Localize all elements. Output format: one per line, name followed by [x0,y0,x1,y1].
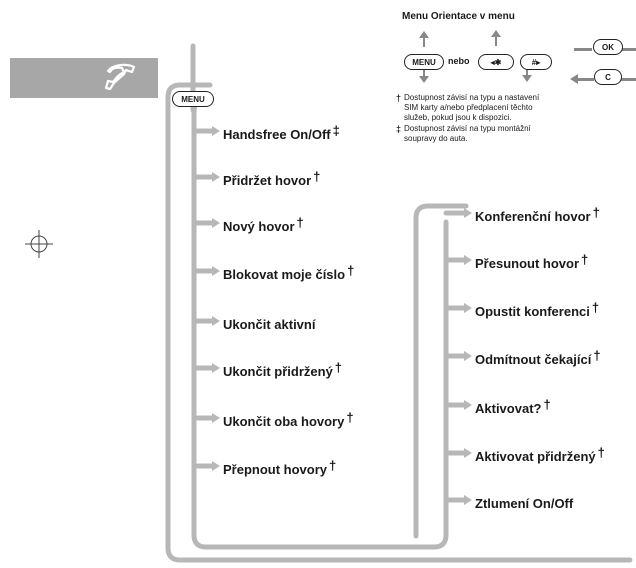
legend-hash-key: #▸ [520,54,552,70]
legend-c-key: C [594,69,622,85]
menu-item-label: Nový hovor [223,219,295,234]
menu-item-label: Opustit konferenci [475,304,590,319]
menu-item[interactable]: Ukončit oba hovory† [223,410,354,429]
navigation-arrows-icon [419,30,636,84]
menu-item[interactable]: Odmítnout čekající† [475,348,601,367]
menu-item-label: Handsfree On/Off [223,127,331,142]
footnote-mark: † [334,360,343,375]
legend-title: Menu Orientace v menu [402,11,515,22]
menu-key[interactable]: MENU [172,91,214,107]
menu-item-label: Ukončit přidržený [223,364,333,379]
menu-item[interactable]: Aktivovat?† [475,397,551,416]
footnote-mark: † [591,300,600,315]
legend-ok-key: OK [593,39,623,55]
note-line: Dostupnost závisí na typu montážní [404,124,531,133]
footnote-mark: † [347,263,355,278]
menu-item-label: Přidržet hovor [223,173,312,188]
footnote-mark: † [329,458,337,473]
menu-item[interactable]: Ztlumení On/Off [475,492,575,511]
registration-mark-icon [25,230,53,258]
footnote-mark: † [597,445,605,460]
footnote-mark: † [593,348,601,363]
menu-item[interactable]: Nový hovor† [223,215,304,234]
note-line: Dostupnost závisí na typu a nastavení [404,93,540,102]
menu-item[interactable]: Konferenční hovor† [475,205,600,224]
note-line: služeb, pokud jsou k dispozici. [404,113,512,122]
legend-note-double-dagger: ‡ Dostupnost závisí na typu montážní sou… [396,124,531,144]
footnote-mark: † [296,215,304,230]
footnote-mark: † [543,397,551,412]
menu-item[interactable]: Blokovat moje číslo† [223,263,354,282]
footnote-mark: † [346,410,354,425]
legend-note-dagger: † Dostupnost závisí na typu a nastavení … [396,93,540,123]
legend-star-key: ◂✱ [478,54,514,70]
double-dagger-symbol: ‡ [396,124,402,134]
menu-item[interactable]: Ukončit aktivní [223,313,317,332]
legend-menu-key: MENU [404,54,444,70]
menu-item-label: Ukončit oba hovory [223,414,345,429]
phone-handset-icon [104,63,136,91]
menu-item-label: Konferenční hovor [475,209,591,224]
footnote-mark: ‡ [332,123,340,138]
menu-item-label: Odmítnout čekající [475,352,592,367]
dagger-symbol: † [396,93,402,103]
menu-item[interactable]: Přepnout hovory† [223,458,336,477]
legend-or-text: nebo [448,56,470,66]
footnote-mark: † [581,252,589,267]
footnote-mark: † [592,205,600,220]
note-line: soupravy do auta. [404,134,468,143]
menu-item[interactable]: Opustit konferenci† [475,300,599,319]
menu-item-label: Aktivovat přidržený [475,449,596,464]
menu-item[interactable]: Přesunout hovor† [475,252,588,271]
section-tab [10,58,158,98]
footnote-mark: † [313,169,321,184]
menu-item[interactable]: Handsfree On/Off‡ [223,123,340,142]
menu-item[interactable]: Ukončit přidržený† [223,360,342,379]
menu-item[interactable]: Aktivovat přidržený† [475,445,605,464]
menu-item-label: Přepnout hovory [223,462,328,477]
menu-item-label: Blokovat moje číslo [223,267,346,282]
menu-item-label: Aktivovat? [475,401,542,416]
menu-item-label: Přesunout hovor [475,256,580,271]
menu-item[interactable]: Přidržet hovor† [223,169,320,188]
menu-item-label: Ukončit aktivní [223,317,316,332]
menu-item-label: Ztlumení On/Off [475,496,574,511]
note-line: SIM karty a/nebo předplacení těchto [404,103,533,112]
